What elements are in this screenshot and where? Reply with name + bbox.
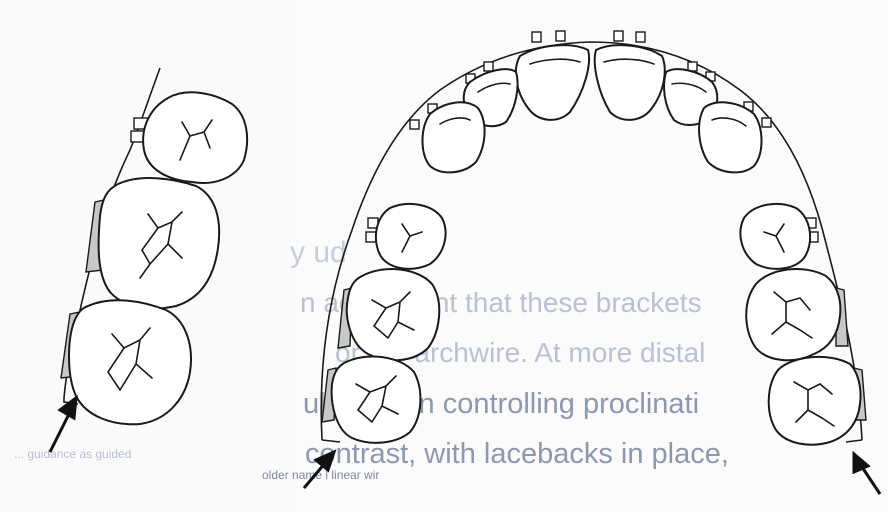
bracket-upper-5 [484,62,493,71]
upper-arch-illustration [304,31,880,494]
arrow-head-left-view [60,398,76,418]
bracket-upper-3 [614,31,623,41]
bracket-upper-4 [636,32,645,42]
arrow-head-arch-right [854,454,868,472]
tooth-central-incisor-left [516,45,589,120]
tooth-second-molar-arch-right [769,357,861,445]
bracket-premolar-arch-left-b [366,232,376,242]
left-segment-illustration [50,68,247,452]
tooth-canine-left [423,102,485,172]
tooth-second-molar-left [69,300,191,424]
tooth-first-molar-arch-right [746,269,840,360]
tooth-first-molar-arch-left [347,269,439,360]
bracket-upper-10 [410,120,419,129]
tooth-second-molar-arch-left [332,357,421,443]
wire-end-right [846,440,862,442]
arrow-head-arch-left [316,452,334,470]
bracket-upper-12 [762,118,771,127]
tooth-first-molar-left [99,178,220,309]
bracket-upper-2 [556,31,565,41]
bracket-upper-1 [532,32,541,42]
wire-end-left [322,440,340,442]
tooth-premolar-left [143,92,247,183]
tooth-canine-right [699,102,761,172]
tooth-central-incisor-right [595,45,665,120]
